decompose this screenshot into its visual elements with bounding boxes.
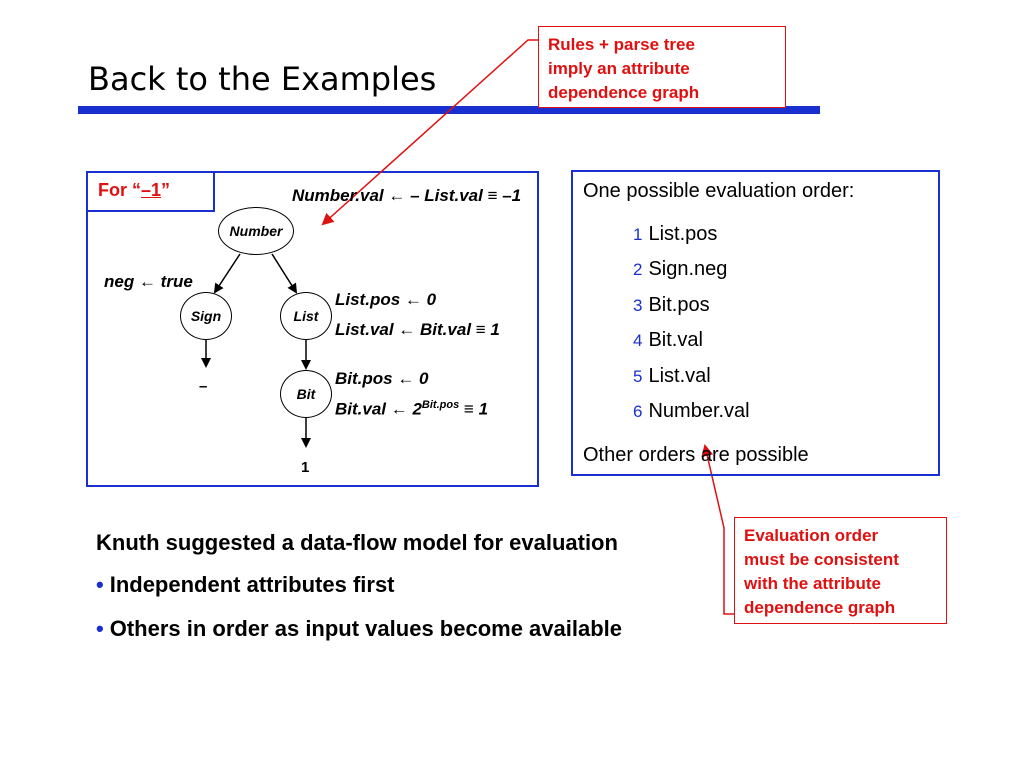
page-title: Back to the Examples	[88, 60, 437, 98]
callout-line: dependence graph	[744, 598, 896, 617]
leaf-sign: –	[199, 378, 208, 395]
callout-line: imply an attribute	[548, 59, 690, 78]
callout-line: with the attribute	[744, 574, 881, 593]
rule-neg: neg ← true	[104, 272, 193, 291]
node-sign: Sign	[180, 292, 232, 340]
order-number: 3	[633, 296, 643, 315]
bullet-item: •Independent attributes first	[96, 572, 395, 598]
example-panel	[86, 171, 539, 487]
order-label: List.val	[648, 365, 711, 387]
edge-number-sign	[213, 253, 241, 294]
order-number: 4	[633, 331, 643, 350]
callout-line: Rules + parse tree	[548, 35, 695, 54]
node-bit: Bit	[280, 370, 332, 418]
rule-number-val: Number.val ← – List.val ≡ –1	[292, 186, 522, 205]
leaf-bit: 1	[301, 459, 310, 476]
evaluation-order-item: 2 Sign.neg	[633, 258, 727, 281]
evaluation-order-item: 6 Number.val	[633, 400, 750, 423]
callout-top-arrow	[321, 39, 538, 226]
evaluation-order-panel	[571, 170, 940, 476]
order-label: Number.val	[648, 400, 750, 422]
order-label: List.pos	[648, 223, 718, 245]
bullet-icon: •	[96, 572, 104, 597]
callout-line: must be consistent	[744, 550, 899, 569]
evaluation-order-item: 4 Bit.val	[633, 329, 703, 352]
bullet-icon: •	[96, 616, 104, 641]
order-label: Sign.neg	[648, 258, 728, 280]
evaluation-order-footer: Other orders are possible	[583, 444, 809, 466]
edge-number-list	[271, 253, 298, 294]
example-tab-prefix: For “	[98, 180, 141, 200]
node-list: List	[280, 292, 332, 340]
node-sign-label: Sign	[190, 308, 222, 324]
order-label: Bit.val	[648, 329, 703, 351]
callout-line: Evaluation order	[744, 526, 879, 545]
rule-list-pos: List.pos ← 0	[335, 290, 437, 309]
callout-evaluation-consistency: Evaluation order must be consistent with…	[734, 517, 947, 624]
node-list-label: List	[293, 308, 319, 324]
rule-list-val: List.val ← Bit.val ≡ 1	[335, 320, 500, 339]
node-bit-label: Bit	[296, 386, 316, 402]
evaluation-order-item: 5 List.val	[633, 365, 711, 388]
callout-line: dependence graph	[548, 83, 700, 102]
evaluation-order-item: 3 Bit.pos	[633, 294, 710, 317]
evaluation-order-item: 1 List.pos	[633, 223, 717, 246]
callout-dependence-graph: Rules + parse tree imply an attribute de…	[538, 26, 786, 108]
order-number: 5	[633, 367, 643, 386]
example-tab-suffix: ”	[161, 180, 171, 200]
knuth-lead-text: Knuth suggested a data-flow model for ev…	[96, 530, 618, 555]
order-number: 1	[633, 225, 643, 244]
order-number: 6	[633, 402, 643, 421]
order-number: 2	[633, 260, 643, 279]
node-number: Number	[218, 207, 294, 255]
rule-bit-val-prefix: Bit.val ← 2	[335, 399, 422, 419]
evaluation-order-heading: One possible evaluation order:	[583, 180, 855, 202]
example-tab: For “–1”	[86, 171, 215, 212]
bullet-label: Others in order as input values become a…	[109, 616, 622, 641]
rule-bit-val-suffix: ≡ 1	[459, 399, 489, 419]
rule-bit-val-exponent: Bit.pos	[421, 399, 460, 411]
bullet-item: •Others in order as input values become …	[96, 616, 622, 642]
example-tab-value: –1	[141, 180, 162, 200]
rule-bit-pos: Bit.pos ← 0	[335, 369, 429, 388]
bullet-label: Independent attributes first	[109, 572, 395, 597]
node-number-label: Number	[229, 223, 283, 239]
order-label: Bit.pos	[648, 294, 710, 316]
callout-bottom-arrow	[701, 444, 734, 615]
rule-bit-val: Bit.val ← 2Bit.pos ≡ 1	[335, 399, 488, 420]
